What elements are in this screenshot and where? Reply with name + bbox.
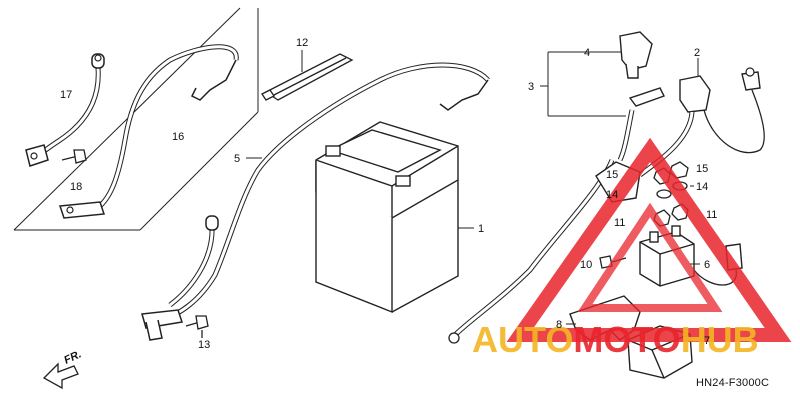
inset-frame (13, 7, 259, 231)
direction-arrow (42, 362, 79, 390)
terminal-cap-part-4 (619, 31, 653, 79)
label-part-11b: 11 (706, 209, 717, 221)
watermark-word-auto: AUTO (472, 319, 573, 360)
label-part-3: 3 (528, 81, 534, 93)
label-part-17: 17 (60, 89, 72, 101)
label-part-12: 12 (296, 37, 308, 49)
cable-part-5 (141, 62, 490, 341)
bolt-part-13 (185, 315, 209, 338)
watermark-word-moto: MOTO (573, 319, 680, 360)
label-part-1: 1 (478, 223, 484, 235)
watermark-logo (506, 137, 792, 342)
label-part-8: 8 (556, 319, 562, 331)
label-part-18: 18 (70, 181, 82, 193)
bolt-part-18 (61, 149, 87, 164)
label-part-5: 5 (234, 153, 240, 165)
cable-part-17 (25, 53, 105, 167)
cable-part-16 (58, 44, 239, 219)
part-labels: 17 16 18 12 5 1 13 4 3 2 15 15 14 14 11 … (60, 37, 717, 351)
battery-part-1 (315, 121, 459, 314)
cable-part-3 (448, 87, 665, 344)
label-part-2: 2 (694, 47, 700, 59)
label-part-6: 6 (704, 259, 710, 271)
label-part-16: 16 (172, 131, 184, 143)
leader-bracket-3 (540, 51, 626, 117)
watermark-word-hub: HUB (681, 319, 759, 360)
label-part-15a: 15 (606, 169, 618, 181)
label-part-4: 4 (584, 47, 590, 59)
label-part-15b: 15 (696, 163, 708, 175)
label-part-13: 13 (198, 339, 210, 351)
label-part-11a: 11 (614, 217, 625, 229)
diagram-code: HN24-F3000C (696, 377, 769, 389)
part-2-assembly (638, 67, 765, 178)
starter-relay-part-6 (639, 225, 743, 287)
direction-label: FR. (62, 348, 83, 366)
label-part-14b: 14 (696, 181, 708, 193)
strap-part-12 (261, 53, 354, 101)
watermark-text: AUTOMOTOHUB (472, 319, 759, 360)
label-part-14a: 14 (606, 189, 618, 201)
label-part-10: 10 (580, 259, 592, 271)
label-part-7: 7 (704, 335, 710, 347)
